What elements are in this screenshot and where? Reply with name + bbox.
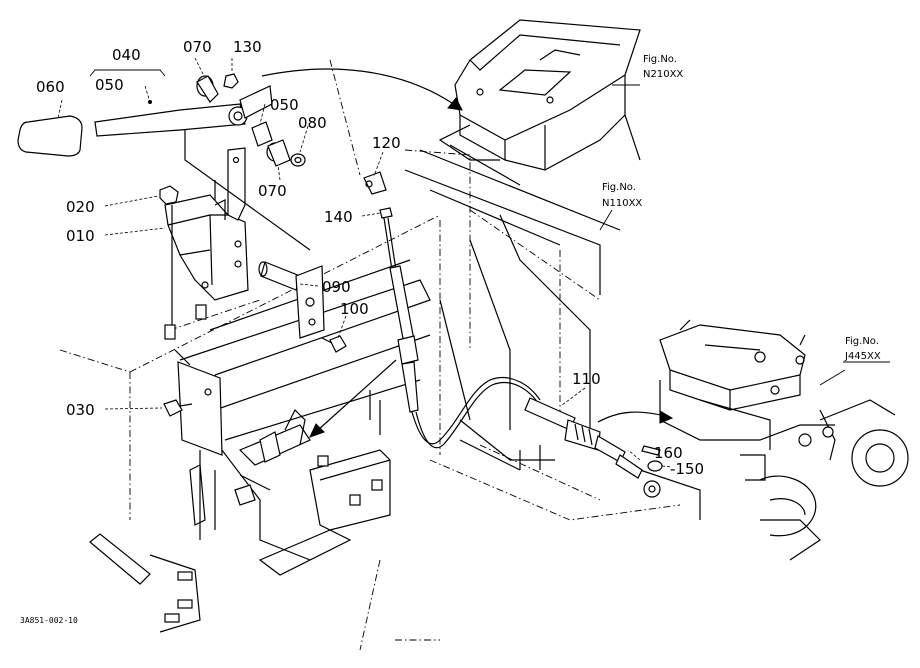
bolt-100: [329, 335, 347, 353]
callout-010: 010: [66, 227, 95, 245]
bushing-upper-body: [196, 75, 219, 103]
bolt-030: [163, 399, 183, 417]
cable-sleeve: [401, 361, 419, 413]
control-cable: [363, 171, 663, 498]
stud-1: [349, 494, 361, 506]
bracket-tab: [227, 147, 246, 221]
fig-ref-n210-label: Fig.No.: [643, 54, 677, 65]
callout-050-lower: 050: [270, 96, 299, 114]
pedal-assembly: [17, 73, 347, 417]
callout-050-upper: 050: [95, 76, 124, 94]
nut-020: [159, 185, 179, 205]
callout-020: 020: [66, 198, 95, 216]
wheel-hub: [851, 429, 909, 487]
console-housing: [438, 19, 641, 186]
callout-labels: 060 040 050 070 130 050 080 070 020 010 …: [36, 38, 704, 478]
bolt-b: [177, 599, 193, 609]
cable-nut-upper: [397, 335, 419, 365]
bushing-050: [251, 121, 273, 147]
leader-lines: [57, 57, 890, 468]
transmission-assembly: [659, 319, 836, 481]
cable-thread: [389, 265, 415, 345]
pedal-pad: [17, 115, 83, 157]
callout-130: 130: [233, 38, 262, 56]
stud-3: [317, 455, 329, 467]
washer-080: [290, 153, 306, 167]
fig-ref-n210-code: N210XX: [643, 69, 683, 80]
joint-nut: [822, 426, 834, 438]
callout-160: 160: [654, 444, 683, 462]
fig-ref-n110-label: Fig.No.: [602, 182, 636, 193]
bolt-a: [177, 571, 193, 581]
callout-100: 100: [340, 300, 369, 318]
pedal-bracket: [177, 361, 223, 456]
cable-boot: [564, 419, 601, 451]
linkage-arm: [259, 431, 281, 463]
clip-140: [379, 207, 393, 219]
plate-090: [295, 265, 325, 339]
callout-070-lower: 070: [258, 182, 287, 200]
cable-rod-end: [615, 454, 643, 479]
bolt-lower-mid: [195, 304, 207, 320]
callout-120: 120: [372, 134, 401, 152]
callout-030: 030: [66, 401, 95, 419]
cable-eye: [643, 480, 661, 498]
fig-ref-j445-code: J445XX: [844, 351, 881, 362]
shaft-090: [260, 261, 301, 291]
joint-ball: [798, 433, 812, 447]
pivot-plate: [239, 85, 273, 119]
callout-070-upper: 070: [183, 38, 212, 56]
pedal-arm: [94, 103, 246, 137]
stud-2: [371, 479, 383, 491]
linkage-clip: [234, 484, 256, 506]
callout-080: 080: [298, 114, 327, 132]
callout-150: -150: [670, 460, 704, 478]
callout-040: 040: [112, 46, 141, 64]
washer-150: [647, 460, 663, 472]
bushing-070-body: [267, 139, 291, 167]
fig-ref-n110-code: N110XX: [602, 198, 642, 209]
cable-end-120: [363, 171, 387, 195]
callout-110: 110: [572, 370, 601, 388]
callout-090: 090: [322, 278, 351, 296]
drawing-code: 3A851-002-10: [20, 616, 78, 625]
bolt-c: [164, 613, 180, 623]
fig-ref-j445-label: Fig.No.: [845, 336, 879, 347]
lever-rod: [89, 533, 151, 585]
callout-140: 140: [324, 208, 353, 226]
figure-references: Fig.No. N210XX Fig.No. N110XX Fig.No. J4…: [602, 54, 881, 362]
nut-130: [223, 73, 239, 89]
pin-160: [641, 445, 661, 456]
callout-060: 060: [36, 78, 65, 96]
chassis-frame: [59, 59, 909, 651]
bolt-lower-left: [164, 324, 176, 340]
